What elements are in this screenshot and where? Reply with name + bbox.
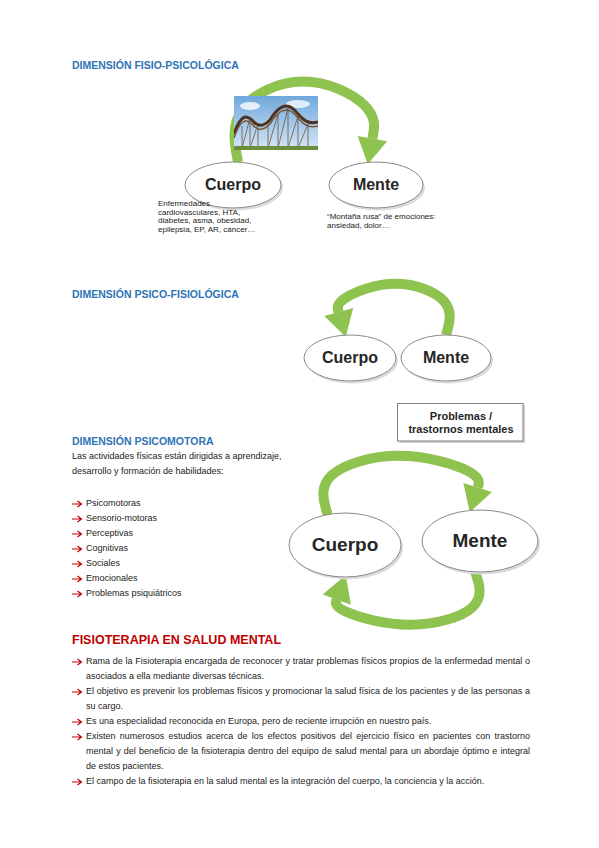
bullet-text: Es una especialidad reconocida en Europa… xyxy=(86,714,530,729)
skills-list: Psicomotoras Sensorio-motoras Perceptiva… xyxy=(72,496,182,601)
list-slot: Emocionales xyxy=(86,571,182,586)
node-label: Mente xyxy=(353,176,399,194)
node-label: Mente xyxy=(423,349,469,367)
annotation-note: Enfermedades cardiovasculares, HTA, diab… xyxy=(158,200,268,234)
section-heading: DIMENSIÓN PSICOMOTORA xyxy=(72,434,214,448)
curved-arrow xyxy=(323,456,479,515)
bullet-arrow xyxy=(72,688,83,696)
bullet-arrow xyxy=(72,560,83,568)
node-label: Cuerpo xyxy=(322,349,378,367)
list-row: Perceptivas xyxy=(72,526,182,541)
list-slot: El objetivo es prevenir los problemas fí… xyxy=(86,684,530,714)
list-row: Psicomotoras xyxy=(72,496,182,511)
node-label: Mente xyxy=(453,530,508,552)
curved-arrow xyxy=(338,284,450,335)
list-item: Perceptivas xyxy=(86,526,182,541)
box-outline xyxy=(398,404,524,442)
section-heading: FISIOTERAPIA EN SALUD MENTAL xyxy=(72,632,281,648)
list-item: Cognitivas xyxy=(86,541,182,556)
ellipse-outline xyxy=(401,335,491,381)
bullet-arrow xyxy=(72,530,83,538)
bullet-arrow xyxy=(72,658,83,666)
bullet-arrow xyxy=(72,545,83,553)
section-heading: DIMENSIÓN FISIO-PSICOLÓGICA xyxy=(72,58,239,72)
ellipse-outline xyxy=(289,513,401,577)
bullet-arrow xyxy=(72,515,83,523)
annotation-note: “Montaña rusa” de emociones: ansiedad, d… xyxy=(327,213,467,230)
concept-ellipse: Mente xyxy=(420,508,540,574)
list-row: Emocionales xyxy=(72,571,182,586)
list-item: Sensorio-motoras xyxy=(86,511,182,526)
bullet-arrow xyxy=(72,500,83,508)
list-slot: El campo de la fisioterapia en la salud … xyxy=(86,774,530,789)
list-row: Es una especialidad reconocida en Europa… xyxy=(72,714,530,729)
bullet-text: El campo de la fisioterapia en la salud … xyxy=(86,774,530,789)
note-box: Problemas / trastornos mentales xyxy=(397,403,525,443)
node-label: Problemas / trastornos mentales xyxy=(402,410,520,435)
list-item: Emocionales xyxy=(86,571,182,586)
ellipse-outline xyxy=(329,162,423,208)
bullet-arrow xyxy=(72,733,83,741)
bullet-text: Rama de la Fisioterapia encargada de rec… xyxy=(86,654,530,684)
list-slot: Sociales xyxy=(86,556,182,571)
curved-arrow xyxy=(235,82,375,163)
section-heading: DIMENSIÓN PSICO-FISIOLÓGICA xyxy=(72,287,239,301)
ellipse-outline xyxy=(304,335,396,381)
list-slot: Psicomotoras xyxy=(86,496,182,511)
list-item: Problemas psiquiátricos xyxy=(86,586,182,601)
list-row: Problemas psiquiátricos xyxy=(72,586,182,601)
bullet-arrow xyxy=(72,778,83,786)
list-item: Psicomotoras xyxy=(86,496,182,511)
list-slot: Problemas psiquiátricos xyxy=(86,586,182,601)
node-label: Cuerpo xyxy=(312,534,379,556)
list-slot: Rama de la Fisioterapia encargada de rec… xyxy=(86,654,530,684)
curved-arrow xyxy=(336,572,480,625)
list-slot: Existen numerosos estudios acerca de los… xyxy=(86,729,530,774)
concept-ellipse: Cuerpo xyxy=(302,333,398,383)
bullet-text: Existen numerosos estudios acerca de los… xyxy=(86,729,530,774)
list-row: Sensorio-motoras xyxy=(72,511,182,526)
list-row: El campo de la fisioterapia en la salud … xyxy=(72,774,530,789)
list-row: El objetivo es prevenir los problemas fí… xyxy=(72,684,530,714)
list-slot: Perceptivas xyxy=(86,526,182,541)
bullet-arrow xyxy=(72,718,83,726)
node-label: Cuerpo xyxy=(205,176,261,194)
bullet-arrow xyxy=(72,575,83,583)
bullet-list: Rama de la Fisioterapia encargada de rec… xyxy=(72,654,530,789)
list-row: Cognitivas xyxy=(72,541,182,556)
list-slot: Sensorio-motoras xyxy=(86,511,182,526)
roller-coaster-illustration xyxy=(234,96,318,150)
paragraph-text: Las actividades físicas están dirigidas … xyxy=(72,449,282,479)
list-row: Sociales xyxy=(72,556,182,571)
concept-ellipse: Mente xyxy=(399,333,493,383)
bullet-arrow xyxy=(72,590,83,598)
concept-ellipse: Mente xyxy=(327,160,425,210)
list-slot: Cognitivas xyxy=(86,541,182,556)
ellipse-outline xyxy=(422,510,538,572)
concept-ellipse: Cuerpo xyxy=(287,511,403,579)
list-row: Existen numerosos estudios acerca de los… xyxy=(72,729,530,774)
list-row: Rama de la Fisioterapia encargada de rec… xyxy=(72,654,530,684)
bullet-text: El objetivo es prevenir los problemas fí… xyxy=(86,684,530,714)
list-slot: Es una especialidad reconocida en Europa… xyxy=(86,714,530,729)
list-item: Sociales xyxy=(86,556,182,571)
